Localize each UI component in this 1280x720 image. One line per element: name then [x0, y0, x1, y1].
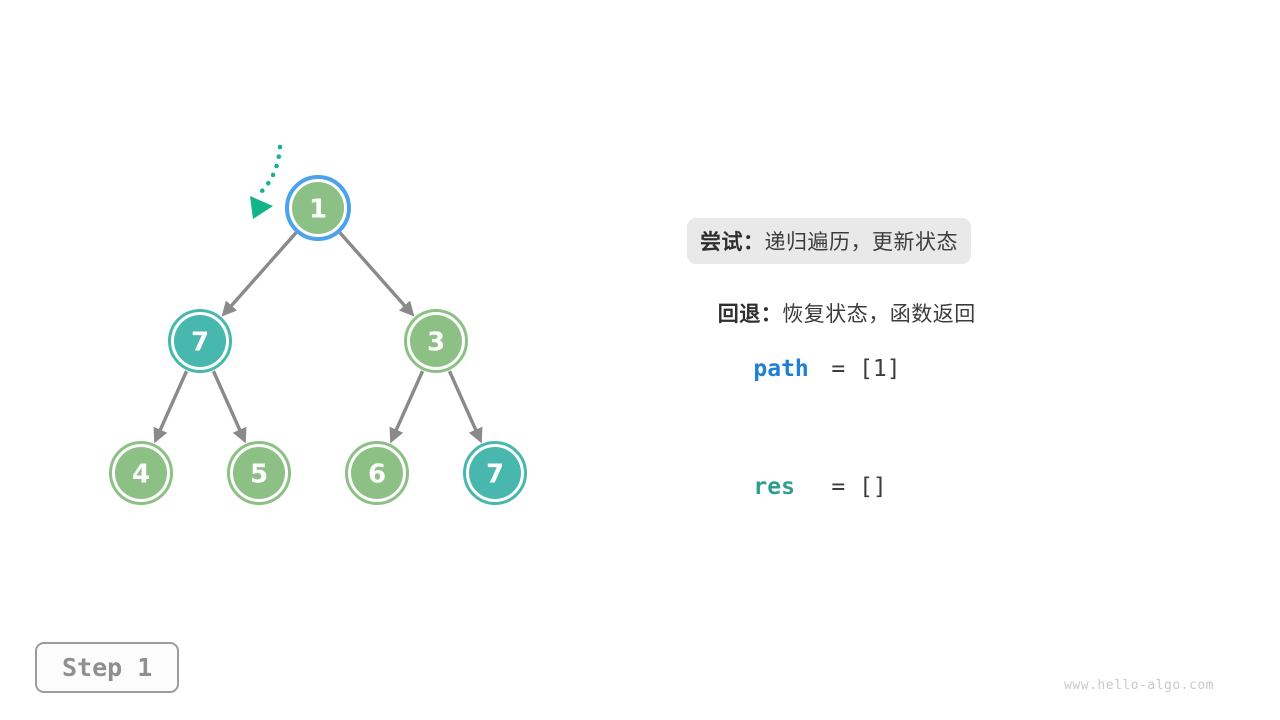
node-fill: [410, 315, 462, 367]
pointer-arrowhead: [250, 196, 273, 219]
tree-node: 6: [345, 441, 409, 505]
node-fill: [469, 447, 521, 499]
tree-edge: [447, 370, 483, 444]
res-var-name: res: [753, 474, 795, 500]
tree-node: 5: [227, 441, 291, 505]
node-label: 6: [368, 460, 386, 490]
tree-edge: [153, 370, 189, 444]
backtrack-text: 恢复状态，函数返回: [782, 303, 976, 326]
node-label: 4: [132, 460, 150, 490]
res-var-value: = []: [831, 474, 887, 500]
node-label: 3: [427, 328, 445, 358]
node-fill: [174, 315, 226, 367]
tree-edge: [221, 231, 298, 317]
node-fill: [351, 447, 403, 499]
node-label: 7: [486, 460, 504, 490]
tree-node: 7: [463, 441, 527, 505]
node-fill: [115, 447, 167, 499]
path-var-value: = [1]: [831, 356, 901, 382]
node-label: 5: [250, 460, 268, 490]
watermark: www.hello-algo.com: [1064, 678, 1214, 693]
res-variable-line: res = []: [698, 448, 887, 526]
tree-node: 4: [109, 441, 173, 505]
tree-edge: [211, 370, 247, 444]
tree-edge: [338, 231, 415, 317]
backtrack-callout: 回退：恢复状态，函数返回: [700, 280, 976, 346]
tree-node: 3: [404, 309, 468, 373]
try-text: 递归遍历，更新状态: [764, 231, 958, 254]
try-callout: 尝试：递归遍历，更新状态: [687, 218, 971, 264]
path-var-name: path: [753, 356, 809, 382]
tree-node: 7: [168, 309, 232, 373]
node-fill: [233, 447, 285, 499]
pointer-arrow-dots: [258, 144, 283, 195]
tree-edge: [389, 370, 425, 444]
try-label: 尝试：: [700, 231, 765, 254]
tree-node: 1: [285, 175, 351, 241]
node-fill: [292, 182, 344, 234]
backtrack-label: 回退：: [717, 303, 783, 326]
path-variable-line: path = [1]: [698, 330, 901, 408]
node-label: 7: [191, 328, 209, 358]
step-badge: Step 1: [35, 642, 180, 693]
node-label: 1: [309, 195, 327, 225]
